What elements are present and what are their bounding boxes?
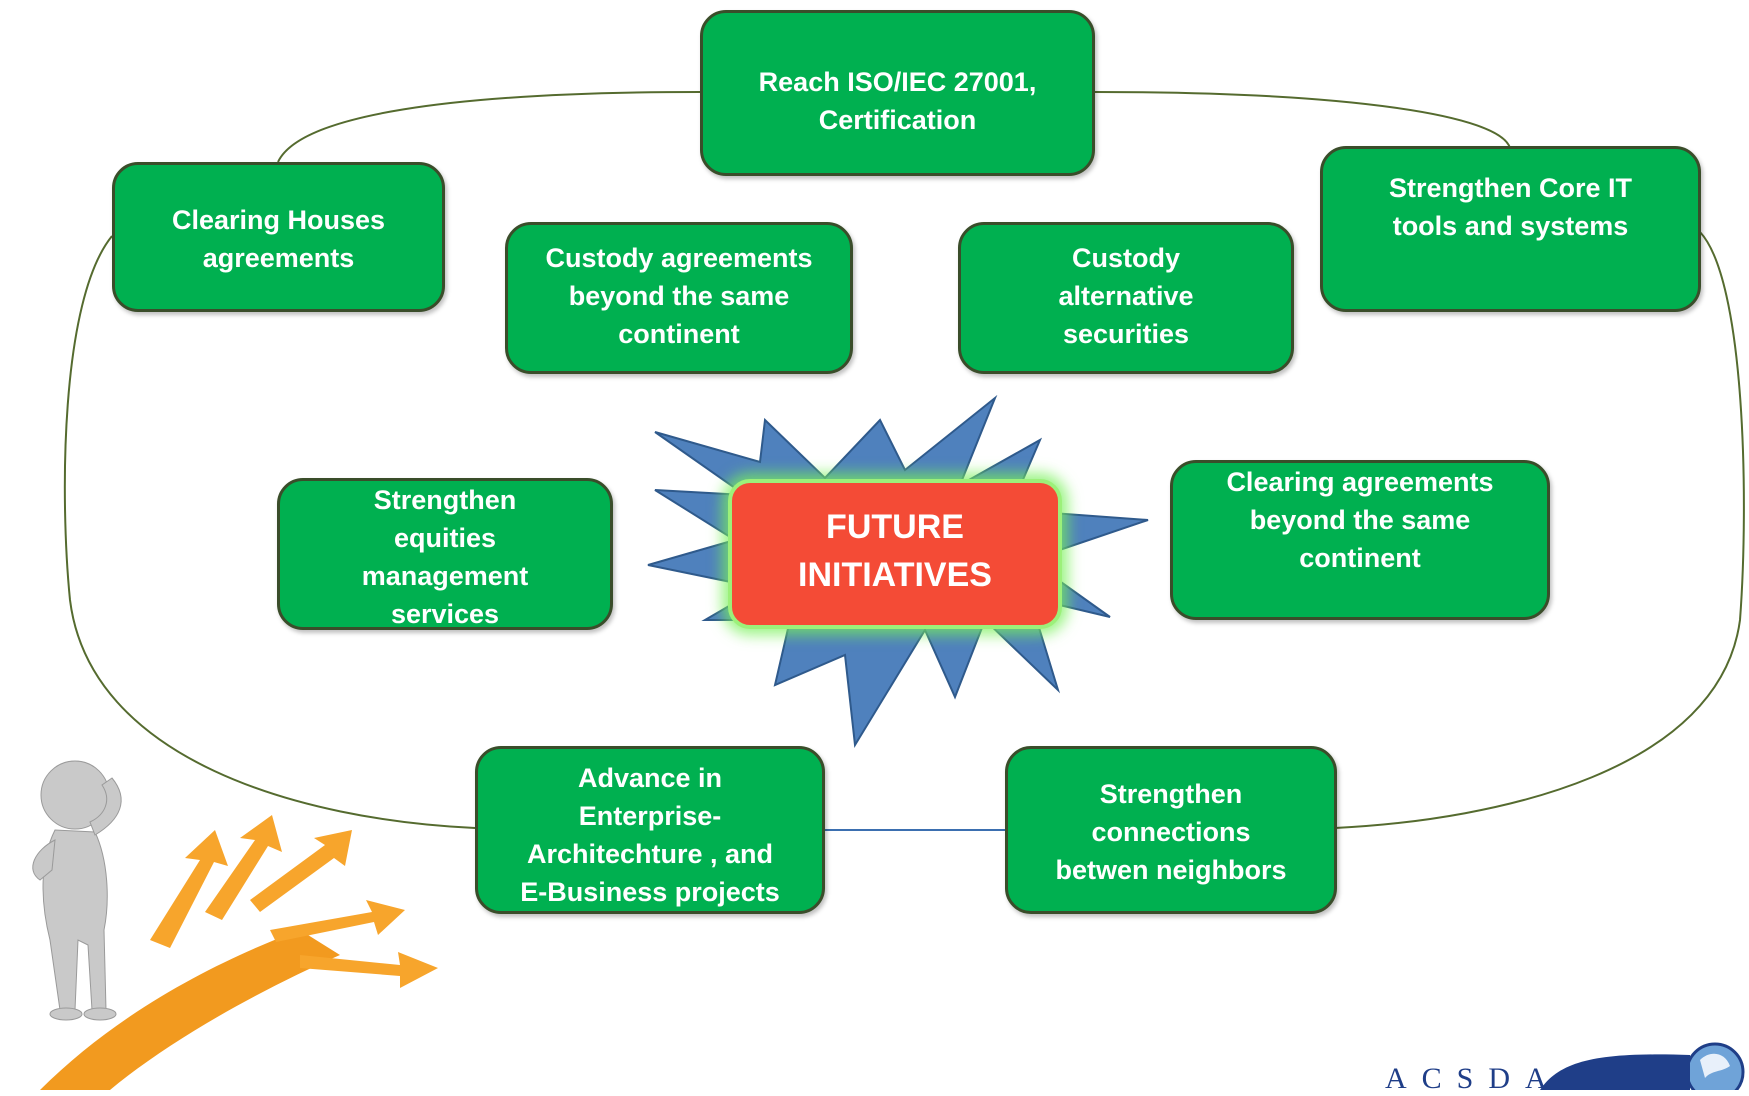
box-strengthen-equities: Strengthen equities management services [277,478,613,630]
box-strengthen-core-it: Strengthen Core IT tools and systems [1320,146,1701,312]
acsda-logo: ACSDA [1385,1062,1562,1095]
globe-icon [1540,1042,1745,1090]
box-reach-iso: Reach ISO/IEC 27001, Certification [700,10,1095,176]
future-initiatives-center: FUTURE INITIATIVES [728,479,1062,629]
box-clearing-houses: Clearing Houses agreements [112,162,445,312]
box-advance-enterprise: Advance in Enterprise- Architechture , a… [475,746,825,914]
connector-loop [63,91,1745,829]
box-strengthen-connections: Strengthen connections betwen neighbors [1005,746,1337,914]
person-thinking-icon [32,760,122,1021]
crossroads-arrows-icon [40,815,438,1090]
box-custody-agreements: Custody agreements beyond the same conti… [505,222,853,374]
box-custody-alternative: Custody alternative securities [958,222,1294,374]
box-clearing-agreements: Clearing agreements beyond the same cont… [1170,460,1550,620]
